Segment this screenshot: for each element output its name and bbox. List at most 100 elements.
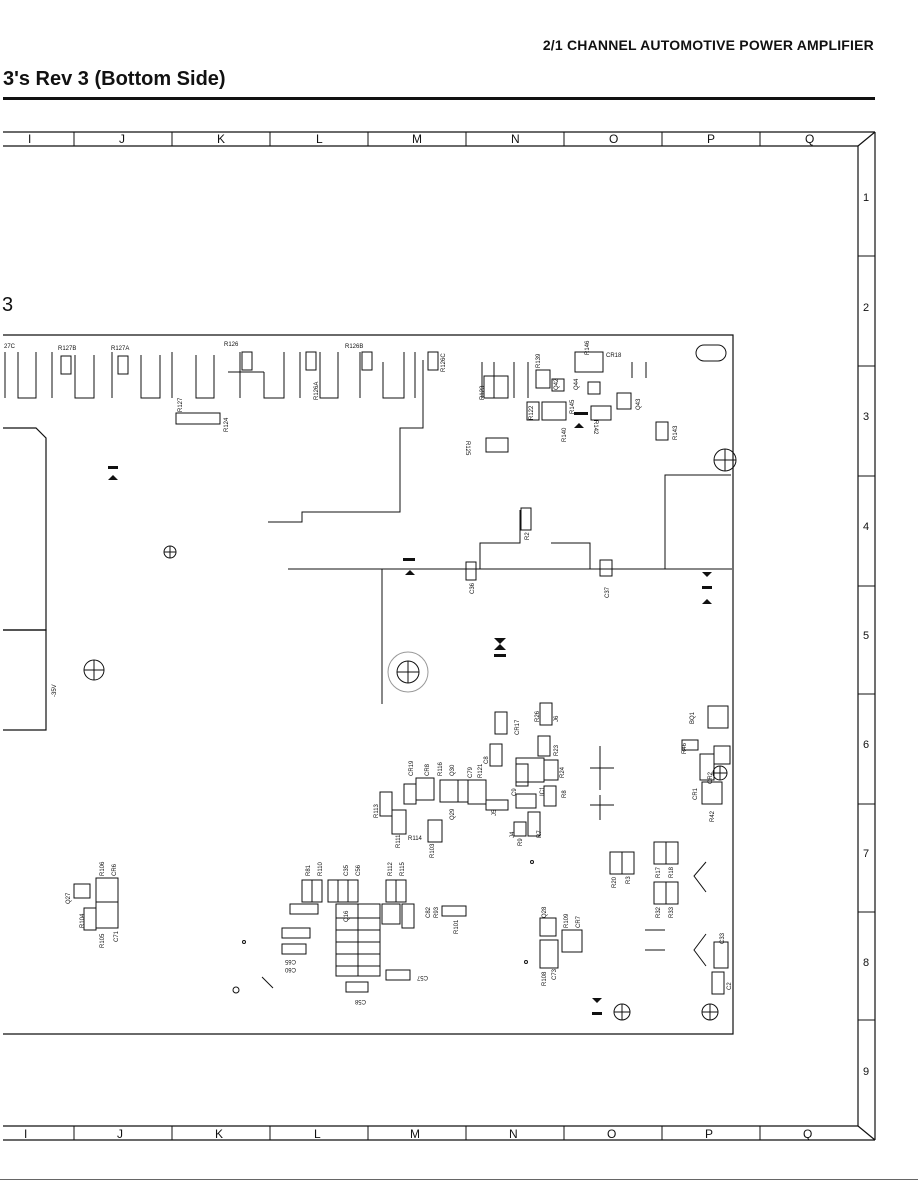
component-label: CR8	[425, 763, 431, 776]
component-label: R124	[224, 417, 230, 432]
col-label-top: I	[28, 132, 31, 146]
component-label: C73	[552, 968, 558, 980]
component-label: R101	[454, 919, 460, 934]
row-label: 4	[863, 521, 869, 533]
component-label: R20	[612, 876, 618, 888]
component-label: IC1	[540, 786, 546, 796]
component-label: Q16	[344, 910, 350, 922]
component-label: CR1	[693, 787, 699, 800]
row-label: 8	[863, 957, 869, 969]
component-label: CR2	[708, 771, 714, 784]
component-label: R104	[80, 913, 86, 928]
component-label: R142	[592, 420, 598, 435]
diode-markers	[108, 412, 712, 1015]
component-label: C65	[284, 958, 296, 964]
col-label-top: L	[316, 132, 323, 146]
component-label: Q27	[66, 892, 72, 904]
component-label: Q29	[450, 808, 456, 820]
row-label: 2	[863, 302, 869, 314]
row-dividers	[858, 255, 875, 1021]
component-label: R111	[396, 834, 402, 848]
header-rule	[3, 97, 875, 100]
component-label: J5	[492, 809, 498, 816]
column-dividers	[73, 132, 761, 1140]
component-label: C71	[114, 930, 120, 942]
component-label: R46	[682, 742, 688, 754]
section-title: 3's Rev 3 (Bottom Side)	[3, 68, 226, 90]
component-label: R126C	[441, 353, 447, 372]
col-label-top: N	[511, 132, 520, 146]
component-label: R121	[478, 763, 484, 778]
col-label-bottom: N	[509, 1127, 518, 1141]
component-label: C58	[354, 998, 366, 1004]
components	[60, 351, 731, 995]
component-label: R127	[178, 397, 184, 412]
component-label: R9	[518, 838, 524, 846]
component-label: R114	[408, 836, 423, 842]
component-label: R140	[562, 427, 568, 442]
component-label: C79	[468, 766, 474, 778]
component-label: R17	[656, 866, 662, 878]
component-label: C56	[356, 864, 362, 876]
component-label: Q30	[450, 764, 456, 776]
component-label: R126A	[314, 382, 320, 400]
footer-rule	[0, 1179, 918, 1180]
component-label: R81	[306, 864, 312, 876]
component-label: R23	[554, 744, 560, 756]
component-label: R93	[434, 906, 440, 918]
col-label-bottom: L	[314, 1127, 321, 1141]
col-label-top: O	[609, 132, 618, 146]
component-label: R116	[438, 761, 444, 776]
component-label: R2	[525, 532, 531, 540]
component-label: R103	[430, 843, 436, 858]
component-label: R115	[400, 861, 406, 876]
col-label-bottom: Q	[803, 1127, 812, 1141]
component-label: R145	[570, 399, 576, 414]
component-label: Q44	[574, 378, 580, 390]
component-label: C57	[416, 974, 428, 980]
component-label: R24	[560, 766, 566, 778]
row-label: 7	[863, 848, 869, 860]
component-label: R26	[535, 710, 541, 722]
component-label: R3	[626, 876, 632, 884]
component-label: R127A	[111, 346, 129, 352]
component-label: R139	[536, 353, 542, 368]
col-label-bottom: P	[705, 1127, 713, 1141]
component-label: CR17	[515, 719, 521, 735]
col-label-top: J	[119, 132, 125, 146]
component-label: R113	[374, 803, 380, 818]
document-title: 2/1 CHANNEL AUTOMOTIVE POWER AMPLIFIER	[542, 37, 874, 53]
row-label: 6	[863, 739, 869, 751]
col-label-bottom: K	[215, 1127, 223, 1141]
component-label: R127B	[58, 346, 76, 352]
component-label: R108	[542, 971, 548, 986]
component-label: Q42	[554, 378, 560, 390]
component-label: R112	[388, 861, 394, 876]
grid-frame	[3, 131, 876, 1141]
component-label: C8	[484, 756, 490, 764]
component-label: R7	[537, 830, 543, 838]
component-labels: 27C R127B R127A R126 R126B R126C R126A R…	[4, 340, 733, 1004]
col-label-top: M	[412, 132, 422, 146]
component-label: R126B	[345, 344, 363, 350]
component-label: R33	[669, 906, 675, 918]
col-label-bottom: O	[607, 1127, 616, 1141]
component-label: R18	[669, 866, 675, 878]
row-label: 1	[863, 192, 869, 204]
component-label: R125	[464, 441, 470, 456]
board-label: 3	[2, 294, 13, 316]
component-label: CR19	[409, 760, 415, 776]
component-label: C36	[470, 582, 476, 594]
component-label: J6	[554, 715, 560, 722]
component-label: R126	[224, 342, 239, 348]
col-label-bottom: M	[410, 1127, 420, 1141]
component-label: C35	[344, 864, 350, 876]
component-label: CR6	[112, 863, 118, 876]
row-label: 9	[863, 1066, 869, 1078]
mounting-holes	[83, 344, 737, 1021]
col-label-top: Q	[805, 132, 814, 146]
component-label: R146	[585, 340, 591, 355]
component-label: CR18	[606, 353, 622, 359]
row-label: 5	[863, 630, 869, 642]
